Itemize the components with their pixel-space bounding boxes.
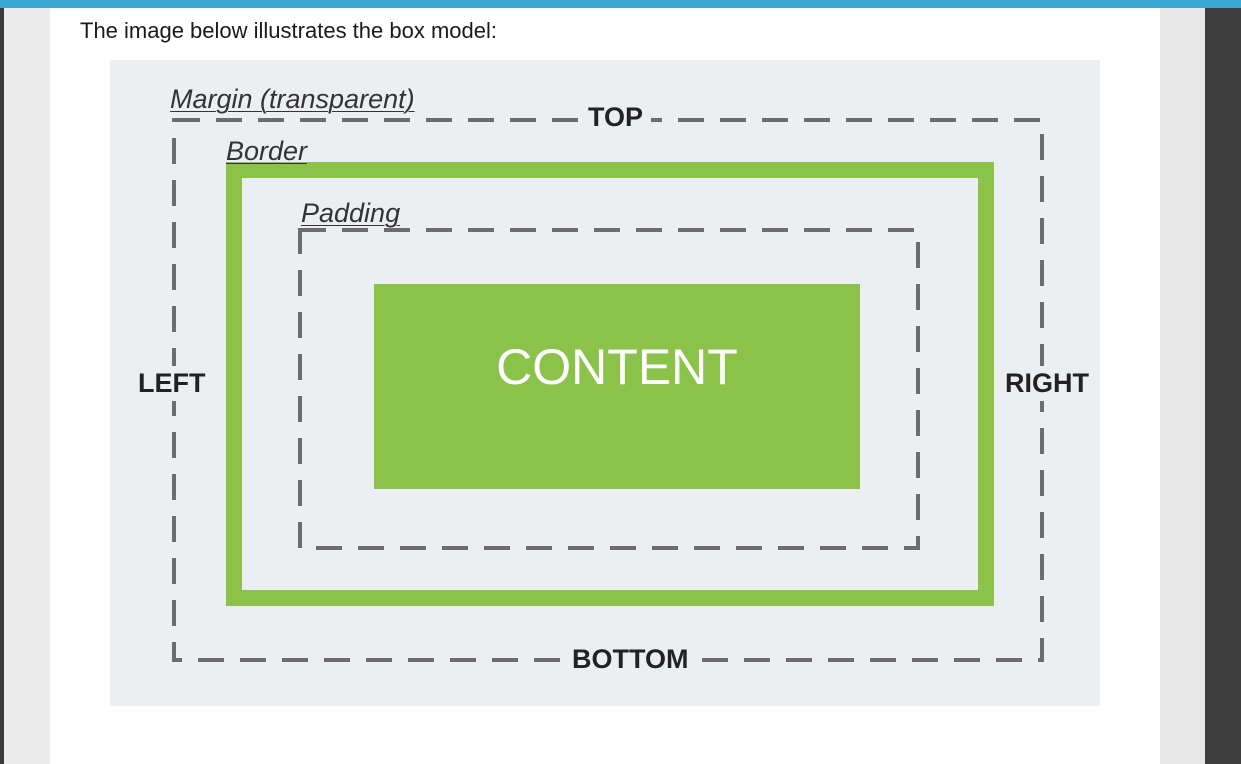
- border-outline: [226, 162, 994, 606]
- document-page: The image below illustrates the box mode…: [50, 8, 1160, 764]
- bottom-label: BOTTOM: [564, 642, 697, 677]
- content-label: CONTENT: [496, 339, 738, 395]
- padding-label: Padding: [301, 200, 407, 227]
- intro-paragraph: The image below illustrates the box mode…: [80, 18, 497, 43]
- margin-label: Margin (transparent): [170, 86, 421, 113]
- left-label: LEFT: [130, 366, 214, 401]
- left-window-edge: [0, 8, 4, 764]
- padding-outline: [298, 228, 920, 550]
- box-model-diagram: Margin (transparent) Border Padding TOP …: [110, 60, 1100, 706]
- border-label: Border: [226, 136, 308, 166]
- top-label: TOP: [580, 100, 652, 135]
- scrollbar-track[interactable]: [1205, 8, 1241, 764]
- content-box: CONTENT: [374, 284, 860, 489]
- right-label: RIGHT: [997, 366, 1097, 401]
- right-gutter: [1160, 8, 1205, 764]
- top-accent-bar: [0, 0, 1241, 8]
